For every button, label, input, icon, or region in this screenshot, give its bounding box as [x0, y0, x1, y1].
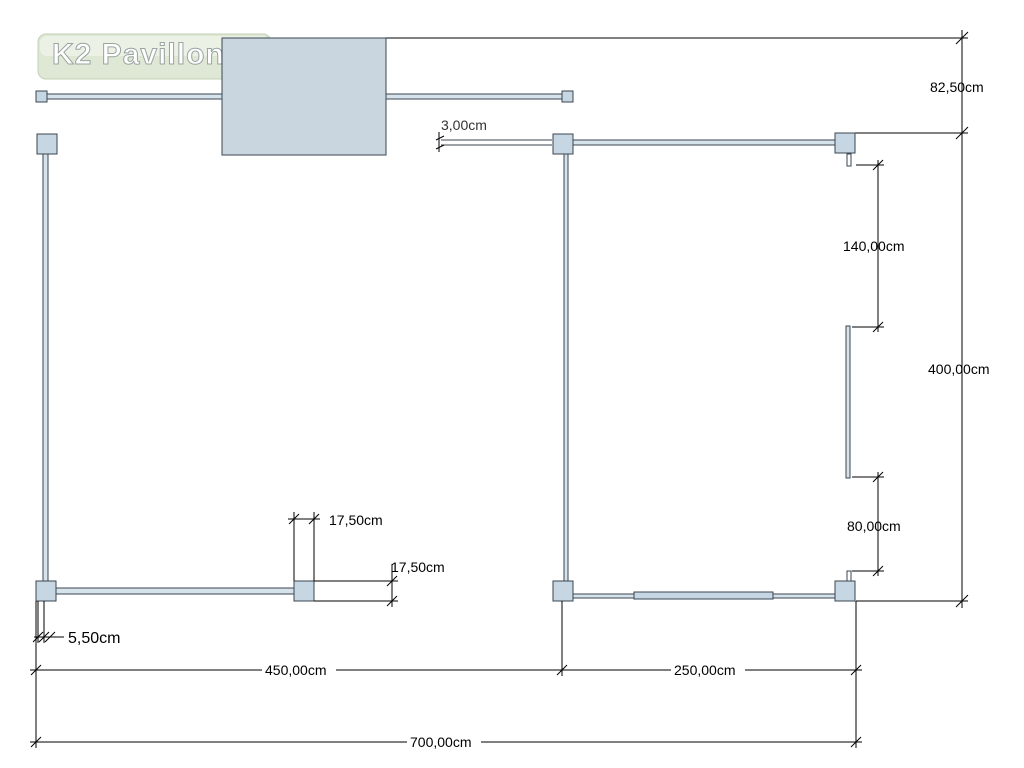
dim-tick — [556, 664, 568, 676]
bottom-window — [633, 591, 774, 600]
logo: K2 Pavillon — [37, 33, 272, 80]
dim-tick — [435, 135, 445, 141]
dim-tick — [288, 513, 300, 525]
corner-post — [552, 133, 574, 155]
dim-tick — [308, 513, 320, 525]
corner-post — [834, 580, 856, 602]
wall-thickness-label: 5,50cm — [68, 630, 120, 647]
left-room-width-label: 450,00cm — [265, 662, 326, 678]
dim-tick — [30, 736, 42, 748]
right-wall-stub-top — [846, 153, 852, 167]
dim-tick — [850, 736, 862, 748]
dim-tick — [872, 321, 884, 333]
door-post — [293, 580, 315, 602]
total-width-label: 700,00cm — [410, 734, 471, 750]
post-width-label: 17,50cm — [329, 512, 383, 528]
dim-tick — [44, 631, 56, 643]
window-lower-label: 80,00cm — [847, 518, 901, 534]
left-room-bottom-wall — [55, 587, 295, 595]
dim-tick — [386, 595, 398, 607]
dim-tick — [872, 565, 884, 577]
post-depth-label: 17,50cm — [391, 559, 445, 575]
left-room — [35, 90, 574, 602]
dim-tick — [32, 631, 44, 643]
right-wall-stub-bottom — [846, 570, 852, 582]
dim-tick — [872, 471, 884, 483]
logo-highlight — [40, 36, 269, 56]
logo-text: K2 Pavillon — [52, 38, 225, 71]
left-room-left-wall — [42, 149, 49, 585]
corner-post — [834, 132, 856, 154]
window-upper-label: 140,00cm — [843, 238, 904, 254]
right-room-width-label: 250,00cm — [674, 662, 735, 678]
label-background — [262, 662, 336, 678]
dim-tick — [30, 664, 42, 676]
dim-tick — [955, 31, 969, 45]
corner-post-small — [35, 90, 48, 103]
right-room-top-wall — [570, 139, 836, 146]
corner-post — [552, 580, 574, 602]
dim-tick — [955, 594, 969, 608]
corner-post — [35, 580, 57, 602]
roof-overhang-label: 82,50cm — [930, 79, 984, 95]
corner-post — [36, 133, 58, 155]
dim-tick — [38, 631, 50, 643]
corner-post-small — [561, 90, 574, 103]
middle-wall — [563, 149, 569, 585]
dim-tick — [850, 664, 862, 676]
dim-tick — [435, 144, 445, 150]
right-room — [441, 132, 856, 602]
dim-tick — [872, 159, 884, 171]
dim-tick — [955, 126, 969, 140]
wall-gap-label: 3,00cm — [441, 117, 487, 133]
right-wall-window — [845, 325, 851, 479]
dim-tick — [386, 575, 398, 587]
total-depth-label: 400,00cm — [928, 361, 989, 377]
label-background — [407, 734, 481, 750]
roof-panel — [221, 37, 387, 156]
label-background — [671, 662, 745, 678]
